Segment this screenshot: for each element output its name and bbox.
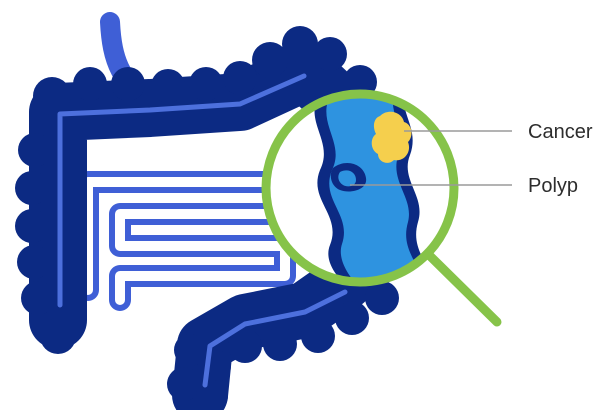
cancer-label: Cancer (528, 121, 593, 143)
magnifier-handle (428, 254, 497, 322)
magnifier-lens (266, 90, 454, 290)
polyp-label: Polyp (528, 175, 578, 197)
